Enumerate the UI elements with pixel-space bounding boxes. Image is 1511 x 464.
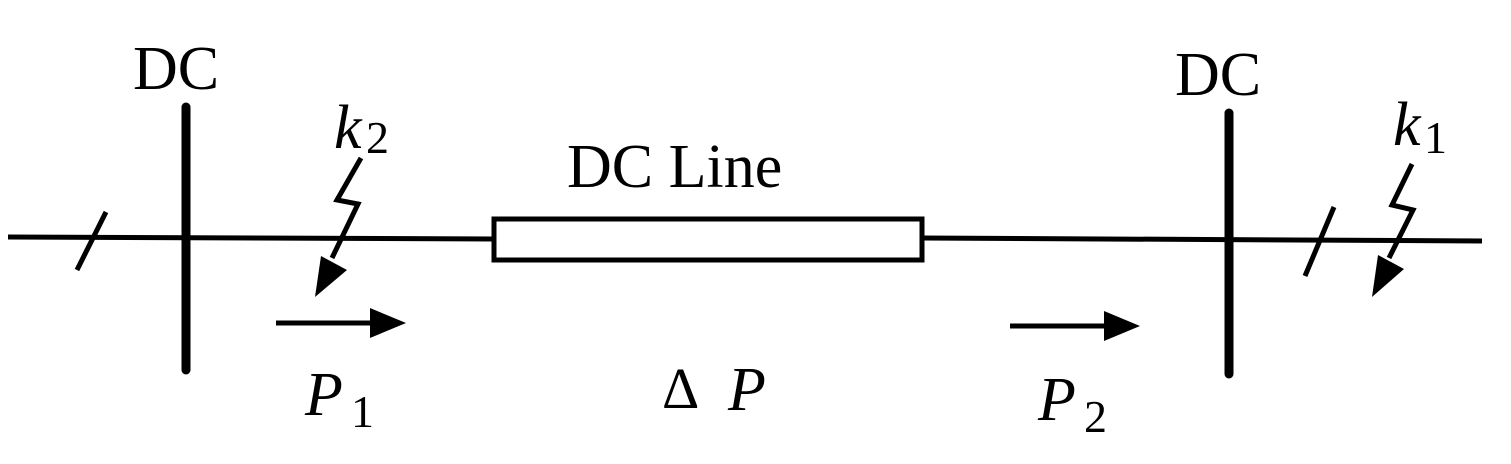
right-bus-label: DC (1175, 41, 1261, 109)
power-p2-sub: 2 (1084, 391, 1107, 442)
arrow-p1-icon (276, 308, 406, 338)
arrow-p2-icon (1010, 311, 1140, 341)
dc-line-label: DC Line (567, 133, 782, 201)
left-bus-label: DC (133, 35, 219, 103)
fault-k1-var: k (1393, 91, 1422, 159)
fault-k1-icon (1372, 162, 1417, 297)
dc-line-box (491, 216, 925, 263)
power-p1-var: P (304, 361, 343, 429)
right-slash-tick (1302, 206, 1337, 277)
line-left-segment (7, 234, 495, 242)
power-loss-delta: Δ (662, 356, 699, 421)
line-right-segment (921, 235, 1483, 244)
power-p2-var: P (1037, 366, 1076, 434)
fault-k2-var: k (334, 94, 363, 162)
power-p1-sub: 1 (351, 386, 374, 437)
power-loss-var: P (727, 356, 766, 424)
fault-k1-sub: 1 (1424, 112, 1447, 163)
fault-k2-sub: 2 (366, 112, 389, 163)
fault-k2-icon (315, 156, 364, 297)
left-slash-tick (74, 210, 109, 272)
